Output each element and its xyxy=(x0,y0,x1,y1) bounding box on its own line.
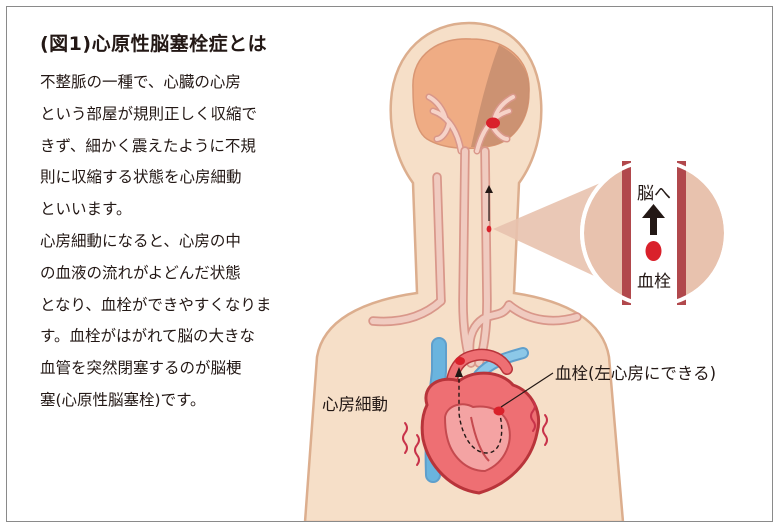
brain-clot xyxy=(486,118,500,129)
zoom-label-to-brain: 脳へ xyxy=(637,184,671,204)
zoom-label-thrombus: 血栓 xyxy=(637,272,671,292)
afib-label: 心房細動 xyxy=(322,395,388,414)
zoom-clot xyxy=(646,241,662,261)
figure-frame: (図1)心原性脳塞栓症とは 不整脈の一種で、心臓の心房 という部屋が規則正しく収… xyxy=(6,6,773,522)
arch-clot xyxy=(455,357,465,365)
anatomy-illustration: 脳へ 血栓 血栓(左心房にできる) 心房細動 xyxy=(7,7,772,521)
thrombus-callout: 血栓(左心房にできる) xyxy=(555,364,716,383)
heart-clot xyxy=(494,407,505,416)
